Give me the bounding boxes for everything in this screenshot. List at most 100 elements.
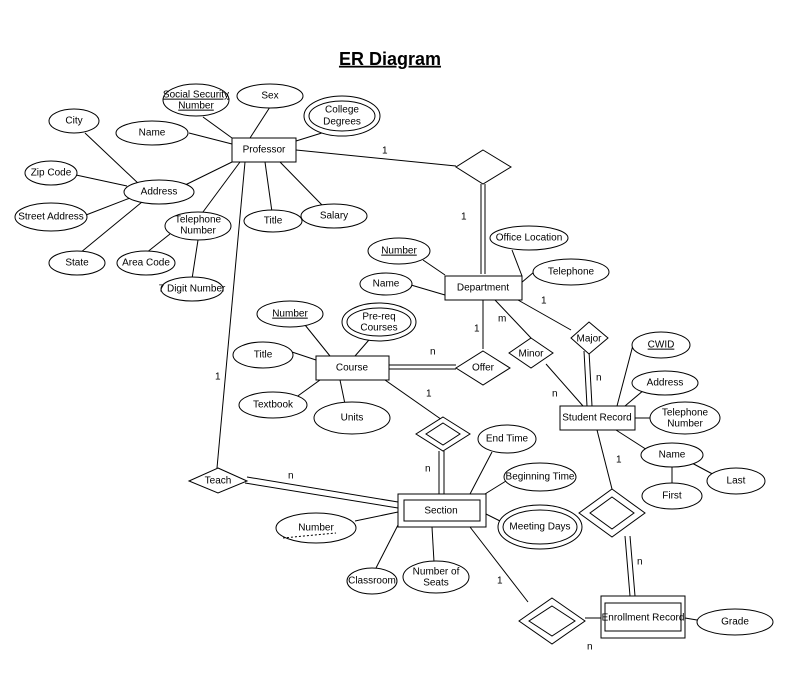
attr-state: State [48, 250, 106, 276]
cardinality-label: n [425, 464, 431, 475]
attr-last: Last [706, 467, 766, 495]
attr-section-number: Number [275, 512, 357, 544]
entity-student-record: Student Record [559, 405, 636, 431]
attr-beginning-time-label: Beginning Time [506, 472, 575, 483]
attr-prereq-courses: Pre-req Courses [341, 302, 417, 342]
attr-course-title: Title [232, 341, 294, 369]
attr-telephone-number-line1: Telephone [175, 215, 222, 226]
relationship-offer: Offer [455, 350, 511, 386]
relationship-major: Major [570, 321, 609, 355]
cardinality-label: n [596, 373, 602, 384]
attr-beginning-time: Beginning Time [503, 462, 577, 492]
attr-number-of-seats-line1: Number of [413, 567, 460, 578]
cardinality-label: 1 [215, 372, 221, 383]
attr-last-label: Last [727, 476, 746, 487]
attr-student-telephone-number: Telephone Number [649, 401, 721, 435]
attr-seven-digit-number: 7 Digit Number [159, 276, 226, 302]
attr-address-label: Address [141, 187, 178, 198]
attr-grade-label: Grade [721, 617, 749, 628]
attr-first-label: First [662, 491, 682, 502]
attr-number-of-seats-line2: Seats [423, 578, 449, 589]
attr-college-degrees-line2: Degrees [323, 117, 361, 128]
attr-end-time-label: End Time [486, 434, 529, 445]
attr-department-name: Name [359, 272, 413, 296]
attr-section-number-label: Number [298, 523, 334, 534]
relationship-teach-label: Teach [205, 476, 232, 487]
attr-sex: Sex [236, 83, 304, 109]
attr-zip-code-label: Zip Code [31, 168, 72, 179]
cardinality-label: m [498, 314, 506, 325]
attr-address: Address [123, 179, 195, 205]
relationship-teach: Teach [187, 467, 249, 494]
attr-student-address-label: Address [647, 378, 684, 389]
attr-student-address: Address [631, 370, 699, 396]
cardinality-label: 1 [541, 296, 547, 307]
attr-salary-label: Salary [320, 211, 348, 222]
entity-section-label: Section [424, 506, 457, 517]
attr-units: Units [313, 401, 391, 435]
attr-classroom-label: Classroom [348, 576, 396, 587]
attr-department-name-label: Name [373, 279, 400, 290]
attr-prereq-courses-line2: Courses [360, 323, 397, 334]
cardinality-label: 1 [616, 455, 622, 466]
attr-department-telephone: Telephone [532, 258, 610, 286]
attr-meeting-days-label: Meeting Days [509, 522, 570, 533]
entity-professor: Professor [231, 137, 297, 163]
attr-course-title-label: Title [254, 350, 273, 361]
attr-cwid: CWID [631, 331, 691, 359]
relationship-minor-label: Minor [518, 349, 544, 360]
attr-city-label: City [65, 116, 82, 127]
attr-course-number-label: Number [272, 309, 308, 320]
attr-state-label: State [65, 258, 89, 269]
relationship-offer-label: Offer [472, 363, 495, 374]
attr-city: City [48, 108, 100, 134]
cardinality-label: 1 [426, 389, 432, 400]
entity-course-label: Course [336, 363, 369, 374]
attr-street-address: Street Address [14, 202, 88, 232]
relationship-course-section [415, 416, 471, 452]
cardinality-label: 1 [474, 324, 480, 335]
attr-ssn-line2: Number [178, 101, 214, 112]
attr-cwid-label: CWID [648, 340, 675, 351]
attr-office-location-label: Office Location [496, 233, 563, 244]
attr-college-degrees-line1: College [325, 105, 359, 116]
cardinality-label: n [288, 471, 294, 482]
attr-meeting-days: Meeting Days [497, 504, 583, 550]
attr-student-telephone-line2: Number [667, 419, 703, 430]
attr-sex-label: Sex [261, 91, 278, 102]
attr-salary: Salary [300, 203, 368, 229]
cardinality-label: n [430, 347, 436, 358]
relationship-major-label: Major [576, 334, 602, 345]
attr-grade: Grade [696, 608, 774, 636]
attr-department-number: Number [367, 237, 431, 265]
relationship-professor-department [455, 149, 512, 185]
entity-professor-label: Professor [243, 145, 286, 156]
attr-seven-digit-number-label: 7 Digit Number [159, 284, 226, 295]
attr-first: First [641, 482, 703, 510]
connector-lines [75, 106, 721, 621]
entity-department-label: Department [457, 283, 509, 294]
attr-department-number-label: Number [381, 246, 417, 257]
attr-student-telephone-line1: Telephone [662, 408, 709, 419]
attr-professor-name-label: Name [139, 128, 166, 139]
entity-enrollment-record-label: Enrollment Record [602, 613, 685, 624]
cardinality-label: 1 [461, 212, 467, 223]
attr-professor-name: Name [115, 120, 189, 146]
attr-professor-title-label: Title [264, 216, 283, 227]
diagram-title: ER Diagram [339, 49, 441, 69]
cardinality-label: n [637, 557, 643, 568]
attr-units-label: Units [341, 413, 364, 424]
attr-college-degrees: College Degrees [303, 95, 381, 137]
attr-department-telephone-label: Telephone [548, 267, 595, 278]
attr-student-name: Name [640, 442, 704, 468]
entity-department: Department [444, 275, 523, 301]
attr-student-name-label: Name [659, 450, 686, 461]
entity-student-record-label: Student Record [562, 413, 632, 424]
attr-area-code: Area Code [116, 250, 176, 276]
relationship-minor: Minor [508, 337, 554, 369]
relationship-student-enrollment [578, 488, 646, 538]
attr-area-code-label: Area Code [122, 258, 170, 269]
cardinality-label: n [552, 389, 558, 400]
attr-textbook-label: Textbook [253, 400, 294, 411]
attr-ssn-line1: Social Security [163, 90, 229, 101]
